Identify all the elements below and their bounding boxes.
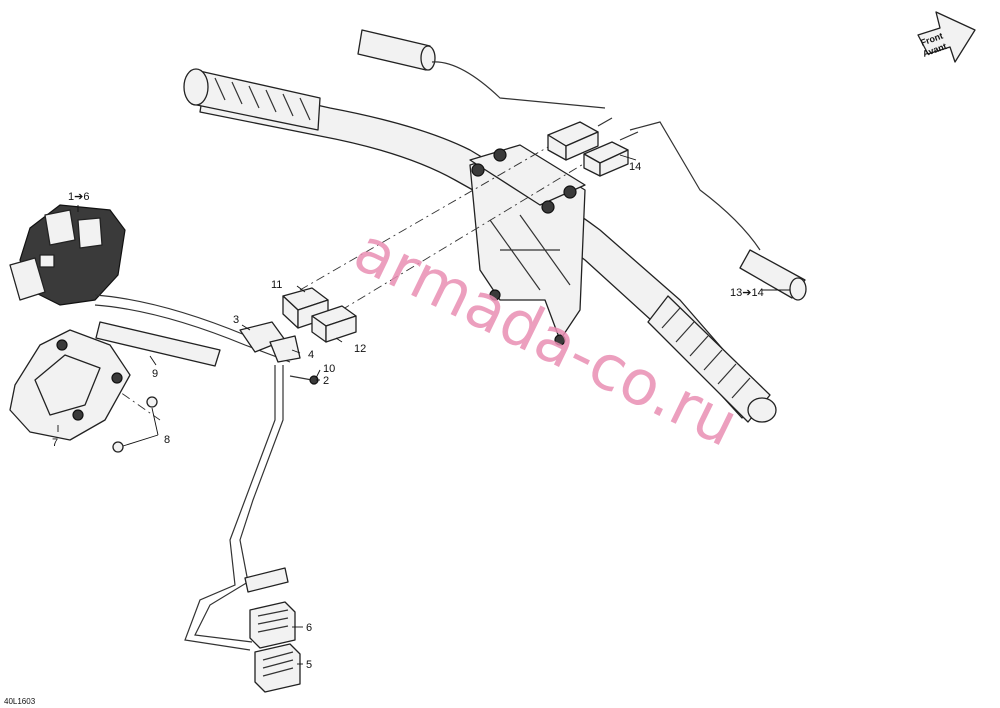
callout-7: 7	[52, 437, 58, 449]
callout-11: 11	[271, 279, 282, 291]
connector-11	[282, 287, 329, 329]
leader-lines	[57, 154, 790, 665]
switch-cover	[9, 329, 131, 441]
wiring-harness	[94, 294, 319, 651]
screw-8-upper	[146, 396, 158, 408]
handlebar-riser	[469, 144, 586, 346]
callout-5: 5	[306, 659, 312, 671]
screw-8-lower	[112, 441, 124, 453]
callout-13-14: 13➔14	[730, 287, 764, 299]
callout-6: 6	[306, 622, 312, 634]
assembly-line-12	[324, 159, 591, 321]
figure-code: 40L1603	[4, 697, 36, 706]
connector-pair-14	[547, 117, 639, 177]
callout-2: 2	[323, 375, 329, 387]
callout-10: 10	[323, 363, 335, 375]
front-direction-arrow: Front Avant	[917, 11, 976, 63]
connector-6	[249, 601, 296, 649]
heater-element-right	[629, 121, 807, 301]
callout-9: 9	[152, 368, 158, 380]
assembly-line-11	[299, 139, 561, 291]
callout-3: 3	[233, 314, 239, 326]
heater-element-left	[357, 29, 606, 109]
sleeve-9	[95, 321, 221, 367]
callout-14: 14	[629, 161, 641, 173]
handlebar	[183, 68, 777, 423]
callout-1-6: 1➔6	[68, 191, 89, 203]
callout-12: 12	[354, 343, 366, 355]
callout-8: 8	[164, 434, 170, 446]
connector-12	[311, 305, 357, 343]
right-grip	[647, 295, 777, 423]
switch-housing	[9, 204, 126, 306]
connector-5	[254, 643, 301, 693]
callout-4: 4	[308, 349, 314, 361]
left-grip	[183, 68, 321, 131]
